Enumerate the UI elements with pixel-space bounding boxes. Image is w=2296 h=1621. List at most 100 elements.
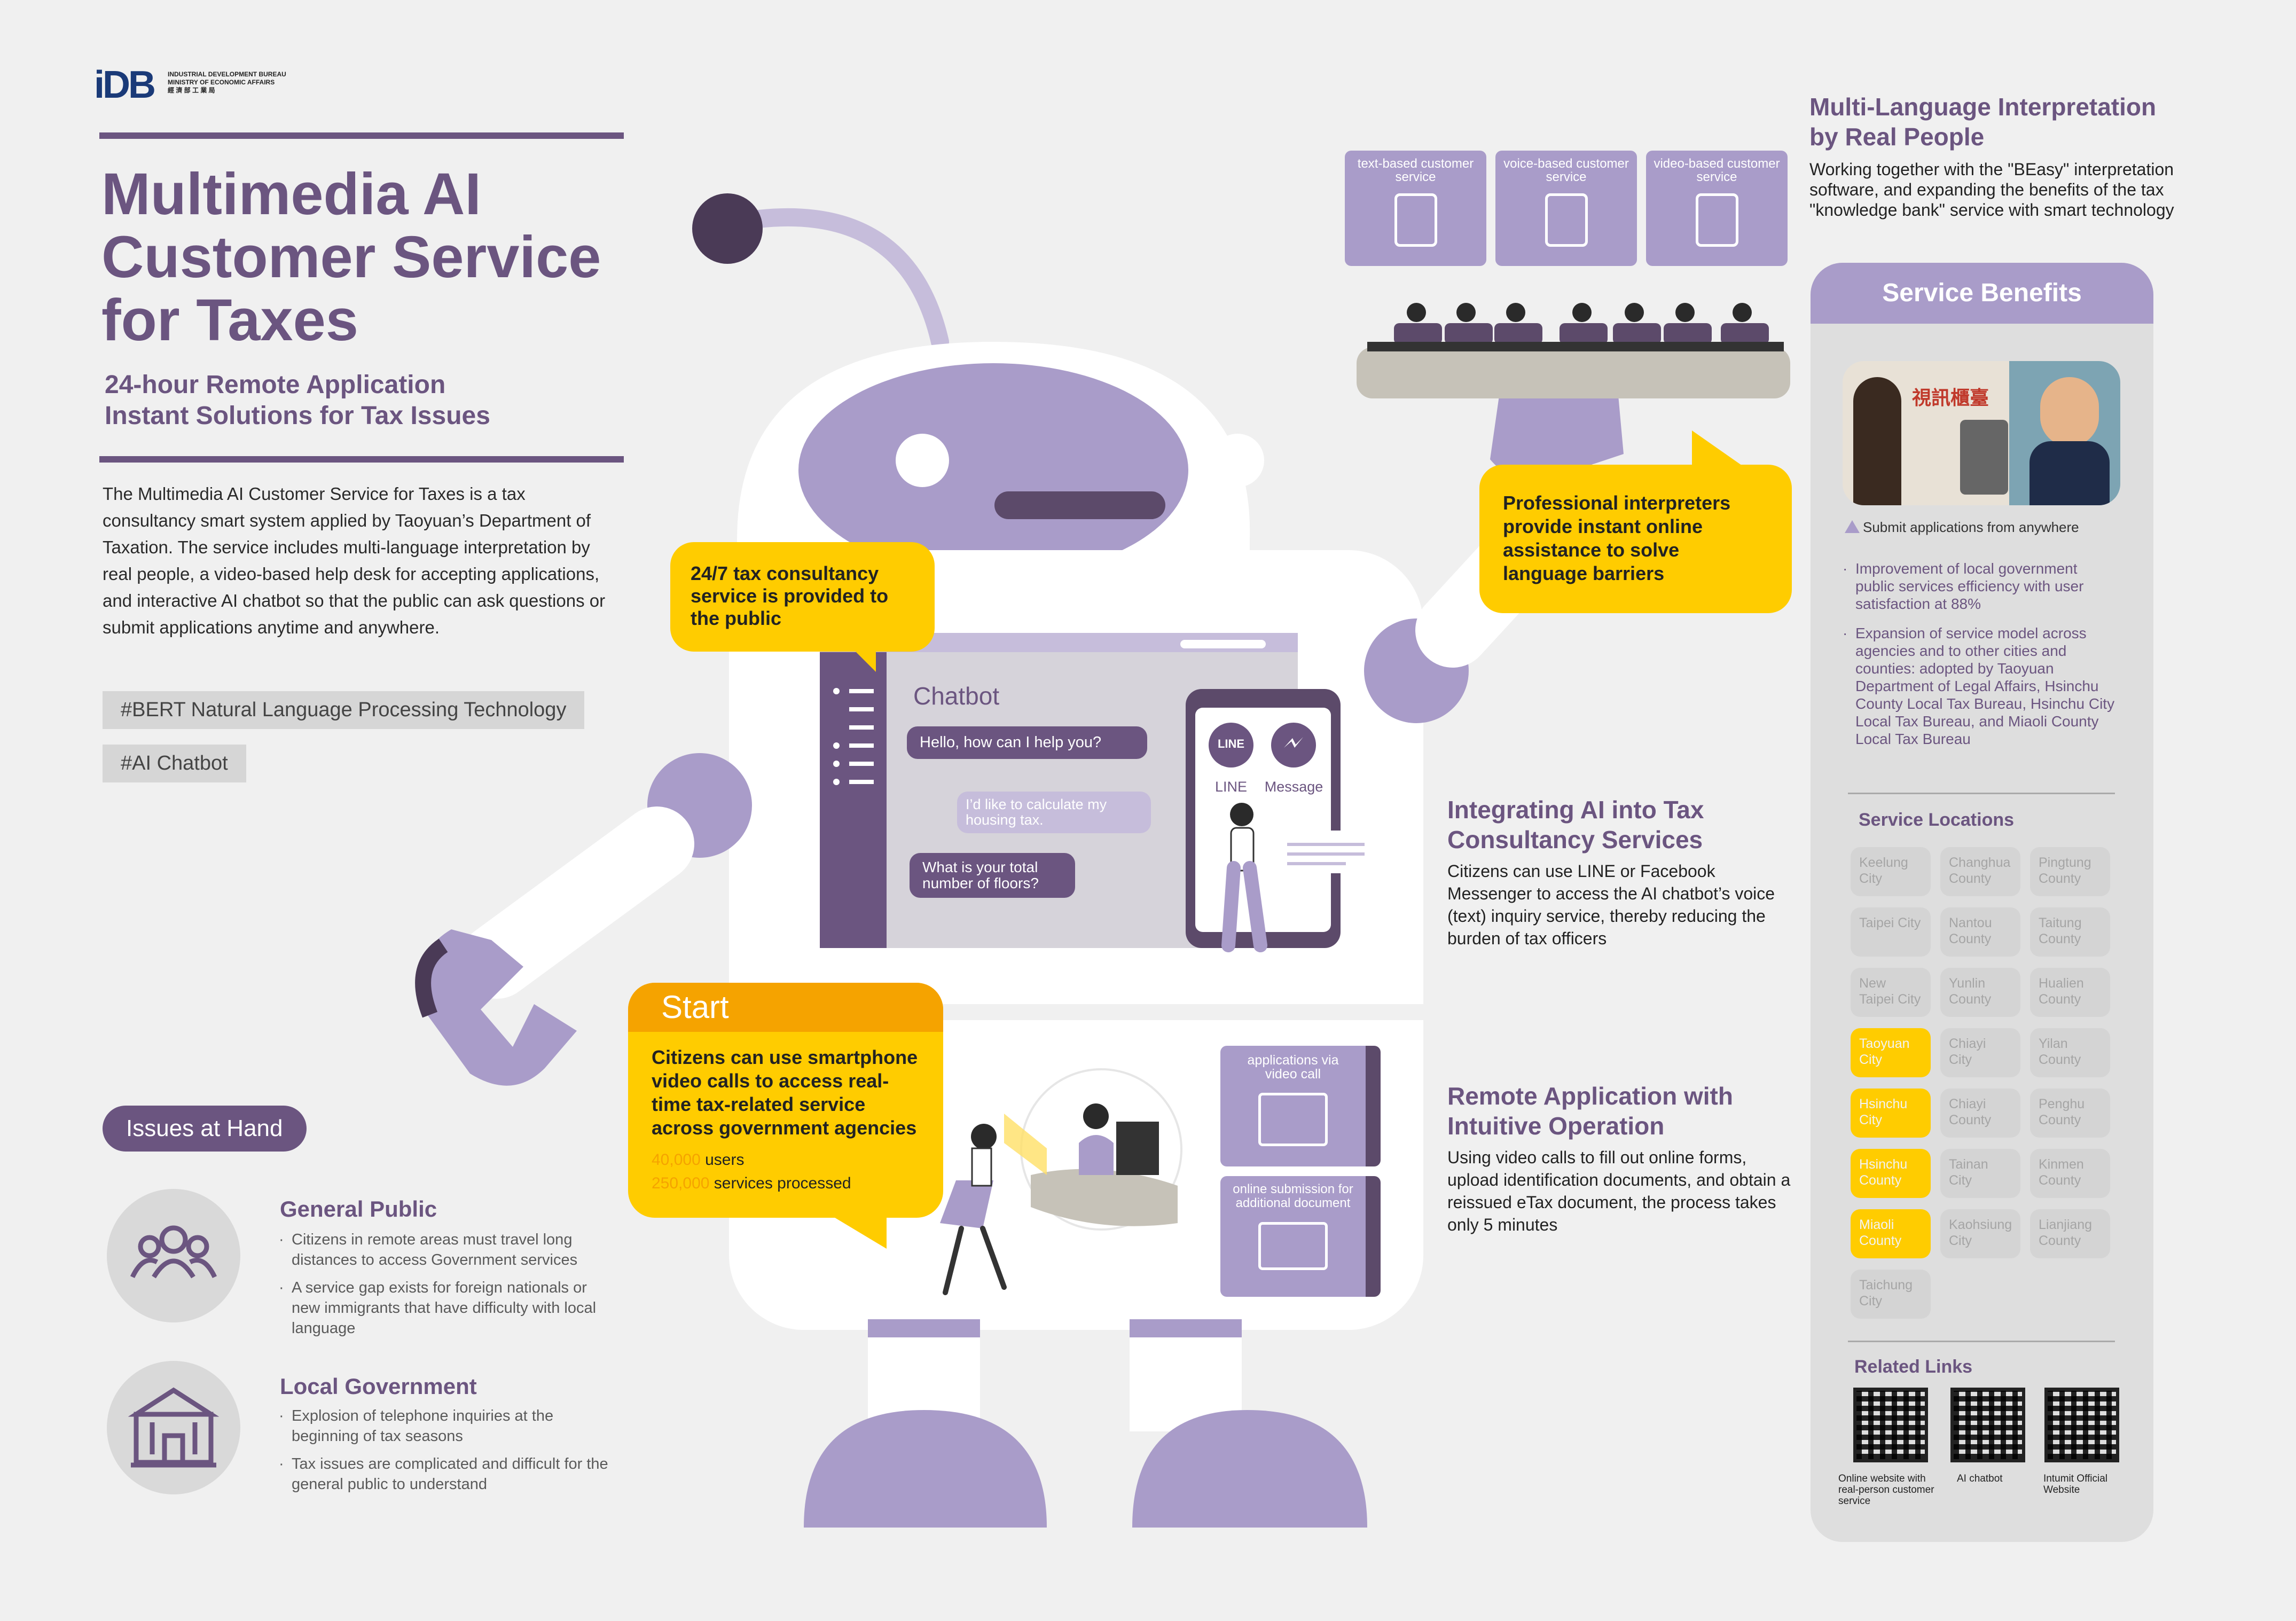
local-government-title: Local Government [280, 1374, 477, 1399]
chat-bubble-bot-2: What is your total number of floors? [910, 853, 1075, 898]
locations-divider [1848, 793, 2115, 794]
video-service-label: video-based customer service [1654, 156, 1780, 184]
voice-service-label: voice-based customer service [1503, 156, 1629, 184]
caption-text: Submit applications from anywhere [1863, 519, 2079, 535]
qr-code-chatbot[interactable] [1950, 1388, 2025, 1462]
users-label: users [700, 1151, 745, 1169]
benefits-photo: 視訊櫃臺 [1843, 361, 2120, 505]
line-icon: LINE [1217, 737, 1245, 750]
photo-sign: 視訊櫃臺 [1912, 387, 1989, 409]
multilang-text: Working together with the "BEasy" interp… [1809, 160, 2174, 220]
issues-heading: Issues at Hand [103, 1106, 307, 1152]
multilang-section: Multi-Language Interpretation by Real Pe… [1809, 92, 2183, 220]
location-kinmen: Kinmen County [2030, 1149, 2110, 1198]
id-document-icon [1258, 1222, 1328, 1270]
logo-line3: 經 濟 部 工 業 局 [168, 87, 215, 94]
location-taitung: Taitung County [2030, 907, 2110, 957]
start-box-tail [833, 1217, 887, 1249]
building-icon [107, 1361, 240, 1494]
list-item: Citizens in remote areas must travel lon… [279, 1230, 610, 1270]
start-box: Start Citizens can use smartphone video … [628, 983, 943, 1218]
list-item: Tax issues are complicated and difficult… [279, 1454, 610, 1494]
list-item: Improvement of local government public s… [1843, 560, 2120, 613]
text-service-label: text-based customer service [1357, 156, 1474, 184]
logo-line2: MINISTRY OF ECONOMIC AFFAIRS [168, 79, 275, 86]
chat-bubble-bot-1: Hello, how can I help you? [907, 726, 1147, 759]
qr-code-website[interactable] [1853, 1388, 1928, 1462]
locations-heading: Service Locations [1859, 810, 2015, 830]
logo: iDB INDUSTRIAL DEVELOPMENT BUREAU MINIST… [94, 63, 286, 106]
video-application-box: applications via video call [1220, 1046, 1381, 1166]
chat-phone-icon [1394, 193, 1437, 247]
photo-caption: Submit applications from anywhere [1845, 519, 2079, 536]
bubble-247: 24/7 tax consultancy service is provided… [670, 542, 935, 652]
interpreters-text: Professional interpreters provide instan… [1503, 492, 1731, 584]
phone-call-icon [1545, 193, 1588, 247]
text-service-box: text-based customer service [1345, 151, 1486, 266]
feature-remote-application: Remote Application with Intuitive Operat… [1447, 1081, 1800, 1236]
title-line-2: Customer Service [101, 224, 601, 290]
page-title: Multimedia AI Customer Service for Taxes [101, 163, 636, 352]
chatbot-title: Chatbot [913, 682, 1000, 710]
location-yunlin: Yunlin County [1940, 968, 2020, 1017]
logo-line1: INDUSTRIAL DEVELOPMENT BUREAU [168, 71, 286, 78]
feature-ai-title: Integrating AI into Tax Consultancy Serv… [1447, 796, 1704, 853]
list-item: Expansion of service model across agenci… [1843, 624, 2120, 748]
location-yilan: Yilan County [2030, 1028, 2110, 1077]
service-benefits-heading: Service Benefits [1811, 263, 2153, 324]
location-taichung: Taichung City [1851, 1270, 1931, 1319]
interpreters-bubble: Professional interpreters provide instan… [1479, 465, 1792, 613]
feature-ai-integration: Integrating AI into Tax Consultancy Serv… [1447, 795, 1789, 950]
location-pingtung: Pingtung County [2030, 847, 2110, 896]
location-keelung: Keelung City [1851, 847, 1931, 896]
general-public-title: General Public [280, 1196, 437, 1221]
location-nantou: Nantou County [1940, 907, 2020, 957]
location-taipei: Taipei City [1851, 907, 1931, 957]
processed-count: 250,000 [652, 1174, 710, 1192]
chat-bubble-user-1: I’d like to calculate my housing tax. [957, 792, 1151, 833]
title-rule-bottom [99, 456, 624, 463]
triangle-icon [1845, 520, 1860, 533]
bubble-247-text: 24/7 tax consultancy service is provided… [691, 562, 889, 629]
video-call-laptop-icon [1258, 1093, 1328, 1146]
intro-text: The Multimedia AI Customer Service for T… [103, 484, 606, 637]
subtitle-line-2: Instant Solutions for Tax Issues [105, 402, 490, 430]
location-changhua: Changhua County [1940, 847, 2020, 896]
link-website-label[interactable]: Online website with real-person customer… [1838, 1473, 1934, 1507]
qr-code-intumit[interactable] [2044, 1388, 2119, 1462]
title-line-3: for Taxes [101, 287, 358, 353]
location-penghu: Penghu County [2030, 1089, 2110, 1138]
local-government-list: Explosion of telephone inquiries at the … [279, 1406, 610, 1502]
list-item: Explosion of telephone inquiries at the … [279, 1406, 610, 1446]
document-submission-label: online submission for additional documen… [1233, 1182, 1353, 1210]
tag-bert: #BERT Natural Language Processing Techno… [103, 691, 585, 729]
page-subtitle: 24-hour Remote Application Instant Solut… [105, 370, 639, 432]
location-hsinchu-county: Hsinchu County [1851, 1149, 1931, 1198]
location-chiayi-city: Chiayi City [1940, 1028, 2020, 1077]
link-intumit-label[interactable]: Intumit Official Website [2043, 1473, 2108, 1495]
start-users: 40,000 users [652, 1148, 920, 1172]
tag-chatbot: #AI Chatbot [103, 745, 246, 782]
multilang-title: Multi-Language Interpretation by Real Pe… [1809, 93, 2157, 151]
feature-ai-text: Citizens can use LINE or Facebook Messen… [1447, 862, 1775, 948]
location-taoyuan: Taoyuan City [1851, 1028, 1931, 1077]
links-heading: Related Links [1854, 1357, 1973, 1377]
links-divider [1848, 1341, 2115, 1342]
line-label: LINE [1214, 779, 1248, 795]
processed-label: services processed [709, 1174, 851, 1192]
start-processed: 250,000 services processed [652, 1172, 920, 1195]
video-call-icon [1695, 193, 1738, 247]
location-tainan: Tainan City [1940, 1149, 2020, 1198]
link-chatbot-label[interactable]: AI chatbot [1957, 1473, 2003, 1484]
people-icon [107, 1189, 240, 1322]
video-service-box: video-based customer service [1646, 151, 1788, 266]
location-chiayi-county: Chiayi County [1940, 1089, 2020, 1138]
title-line-1: Multimedia AI [101, 161, 481, 227]
logo-mark: iDB [94, 64, 156, 106]
benefits-list: Improvement of local government public s… [1843, 560, 2120, 755]
start-label: Start [628, 983, 943, 1032]
document-submission-box: online submission for additional documen… [1220, 1176, 1381, 1297]
location-hualien: Hualien County [2030, 968, 2110, 1017]
general-public-list: Citizens in remote areas must travel lon… [279, 1230, 610, 1346]
voice-service-box: voice-based customer service [1495, 151, 1637, 266]
